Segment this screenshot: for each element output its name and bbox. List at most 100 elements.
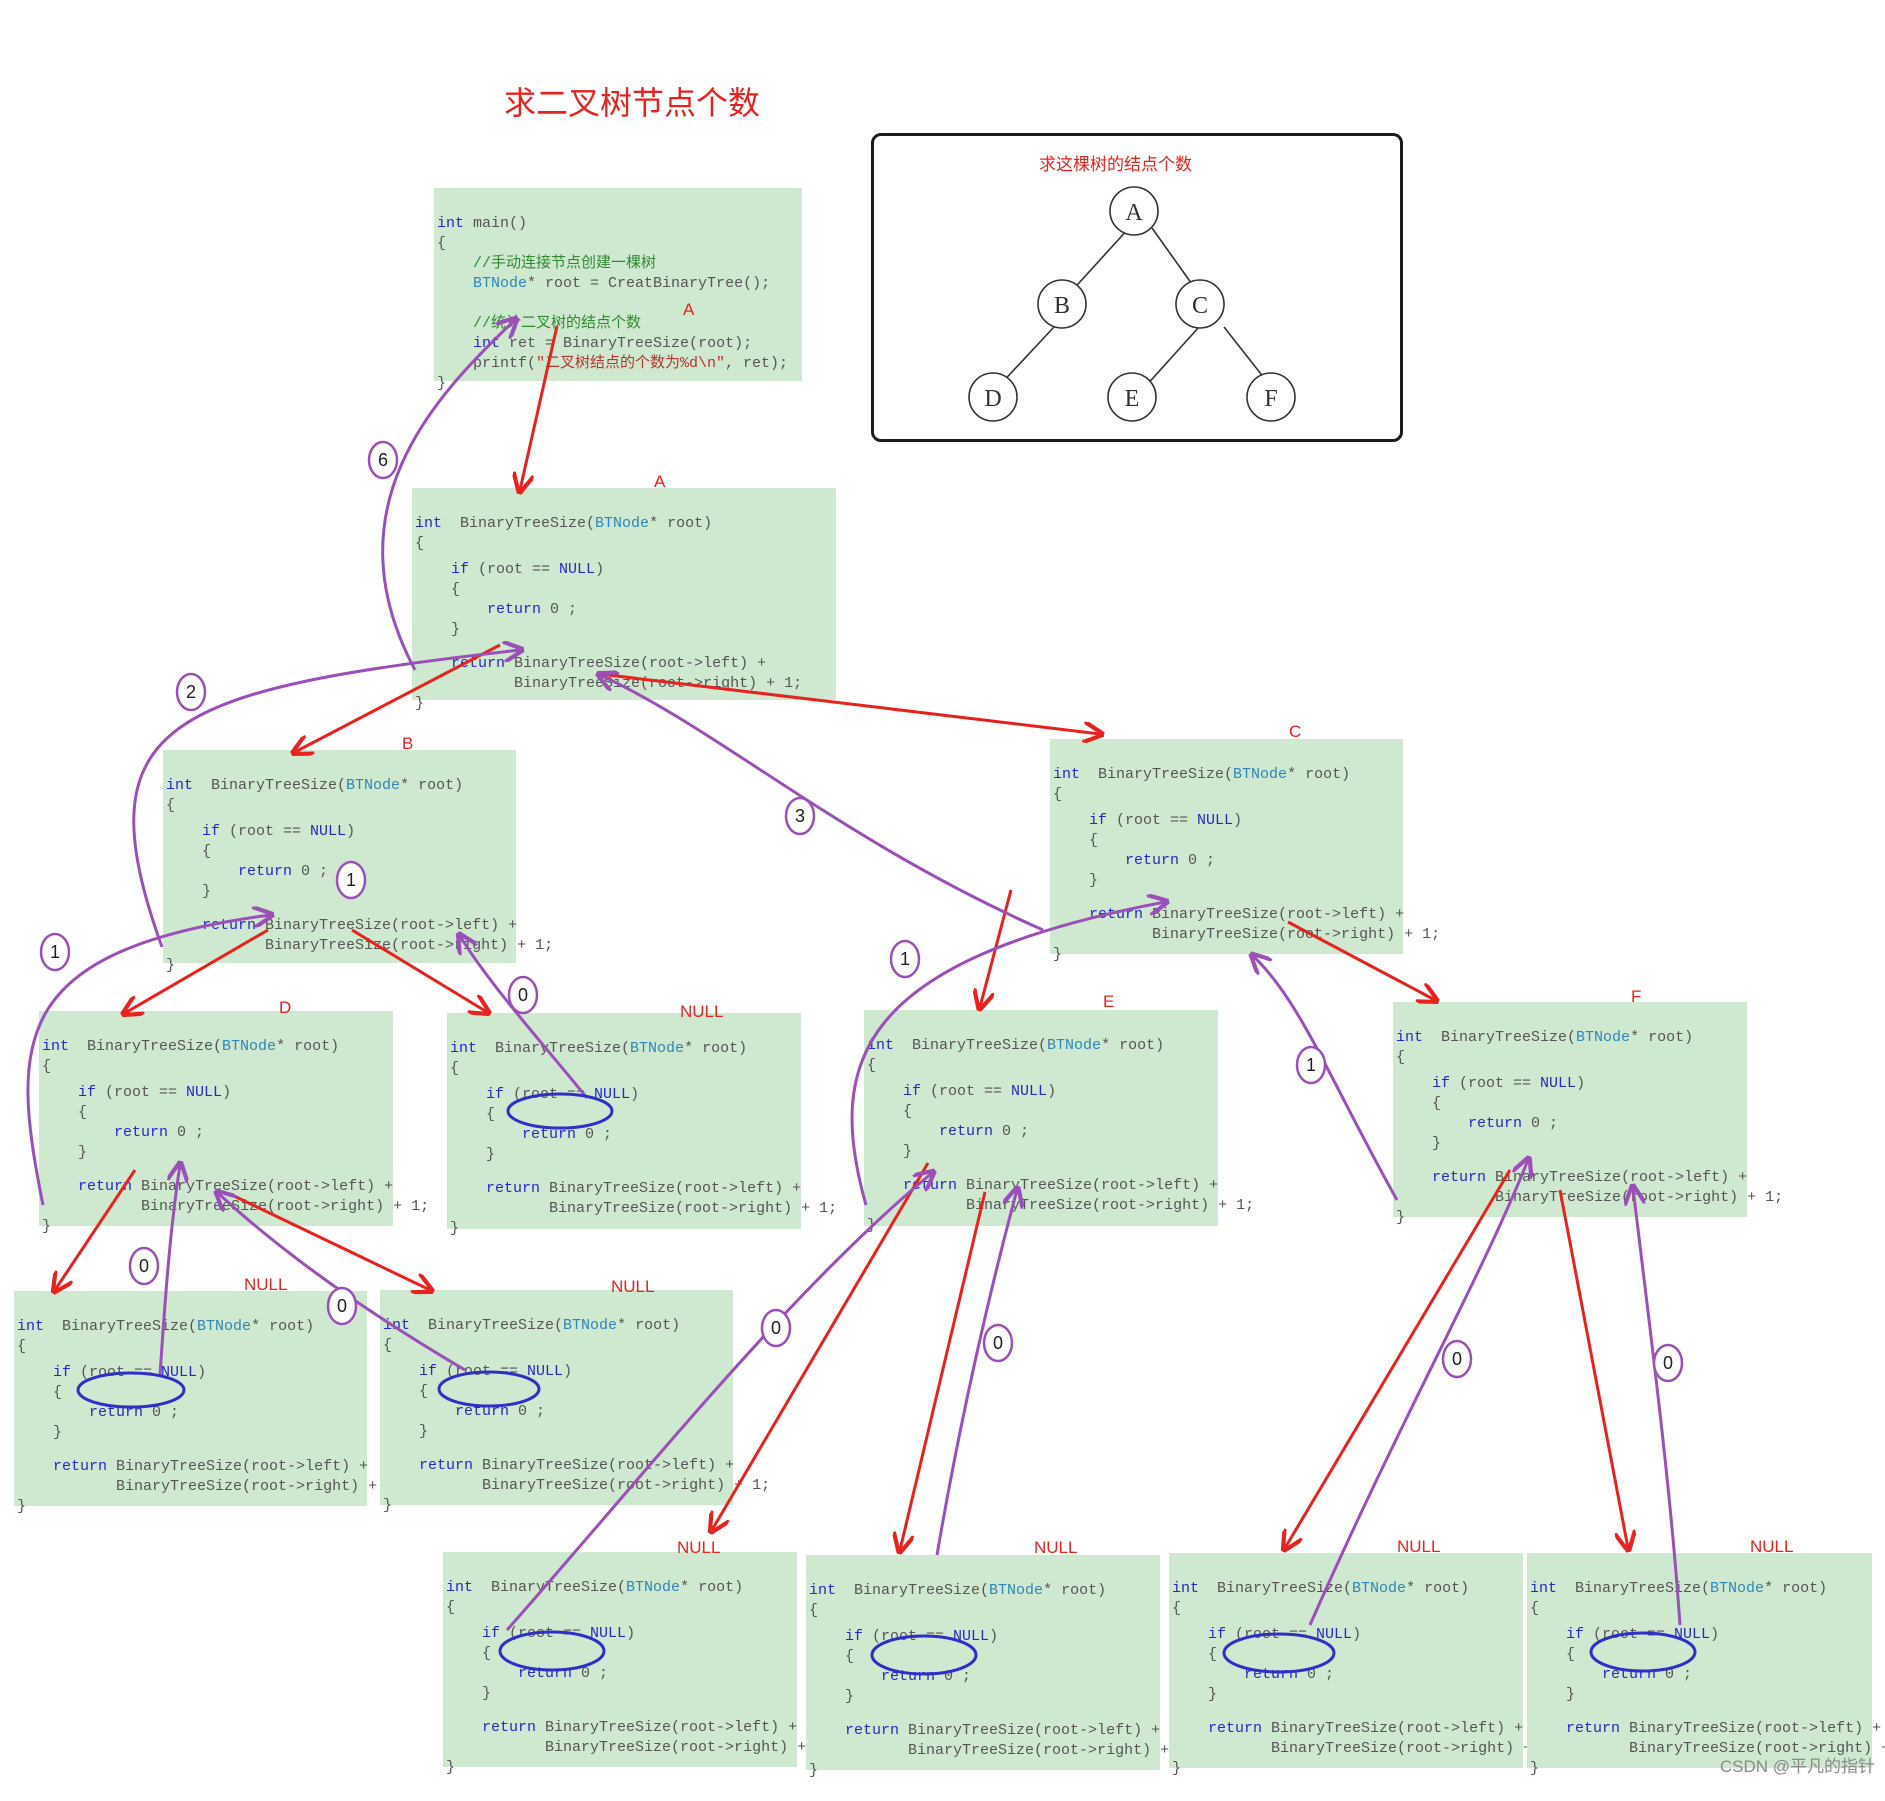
step-marker bbox=[335, 860, 367, 900]
call-arrow bbox=[599, 672, 1100, 734]
tree-node-d-label: D bbox=[984, 386, 1001, 412]
step-marker bbox=[326, 1286, 358, 1326]
step-number: 0 bbox=[337, 1296, 347, 1316]
call-arrow bbox=[295, 643, 501, 752]
return-arrow bbox=[600, 675, 1044, 932]
return-zero-highlight bbox=[1222, 1632, 1336, 1674]
step-number: 1 bbox=[50, 942, 60, 962]
tree-node-c-label: C bbox=[1192, 293, 1208, 319]
return-zero-highlight bbox=[870, 1634, 978, 1676]
return-arrow bbox=[381, 320, 515, 671]
step-number: 2 bbox=[186, 682, 196, 702]
main-code-block: int main(){ //手动连接节点创建一棵树 BTNode* root =… bbox=[434, 188, 802, 392]
tree-node-b-label: B bbox=[1054, 293, 1070, 319]
step-marker bbox=[39, 932, 71, 972]
step-marker bbox=[1652, 1343, 1684, 1383]
return-zero-highlight bbox=[498, 1630, 606, 1672]
label-c: C bbox=[1289, 722, 1302, 741]
label-null: NULL bbox=[680, 1002, 724, 1021]
step-marker bbox=[760, 1308, 792, 1348]
label-main-a: A bbox=[683, 300, 695, 319]
call-arrow bbox=[900, 1191, 987, 1550]
func-block-e-right-null: int BinaryTreeSize(BTNode* root){ if (ro… bbox=[806, 1555, 1196, 1779]
func-block-a: int BinaryTreeSize(BTNode* root){ if (ro… bbox=[412, 488, 836, 712]
step-marker bbox=[982, 1323, 1014, 1363]
step-marker bbox=[507, 975, 539, 1015]
label-null: NULL bbox=[244, 1275, 288, 1294]
call-arrow bbox=[351, 928, 487, 1012]
step-number: 1 bbox=[1306, 1055, 1316, 1075]
return-arrow bbox=[1308, 1160, 1528, 1626]
return-zero-highlight bbox=[437, 1370, 541, 1408]
return-arrow bbox=[218, 1193, 466, 1372]
return-arrow bbox=[850, 902, 1165, 1206]
step-number: 0 bbox=[993, 1333, 1003, 1353]
binary-tree-diagram: A B C D E F bbox=[968, 186, 1296, 422]
tree-node-a bbox=[1109, 186, 1159, 236]
label-null: NULL bbox=[1750, 1537, 1794, 1556]
return-arrow bbox=[132, 650, 520, 948]
tree-node-f-label: F bbox=[1264, 386, 1277, 412]
step-marker bbox=[367, 440, 399, 480]
step-marker bbox=[889, 939, 921, 979]
label-null: NULL bbox=[611, 1277, 655, 1296]
call-arrow bbox=[1285, 1169, 1512, 1548]
step-marker bbox=[1441, 1339, 1473, 1379]
return-zero-highlight bbox=[76, 1371, 186, 1409]
call-arrow bbox=[55, 1169, 137, 1290]
func-block-f: int BinaryTreeSize(BTNode* root){ if (ro… bbox=[1393, 1002, 1783, 1226]
step-marker bbox=[175, 672, 207, 712]
step-number: 0 bbox=[1663, 1353, 1673, 1373]
tree-node-b bbox=[1037, 279, 1087, 329]
step-number: 1 bbox=[346, 870, 356, 890]
return-arrow bbox=[1253, 956, 1399, 1201]
label-b: B bbox=[402, 734, 414, 753]
call-arrow bbox=[520, 325, 559, 490]
step-marker bbox=[784, 796, 816, 836]
label-a: A bbox=[654, 472, 666, 491]
return-arrow bbox=[460, 936, 589, 1099]
tree-node-a-label: A bbox=[1125, 200, 1143, 226]
tree-node-f bbox=[1246, 372, 1296, 422]
tree-node-e bbox=[1107, 372, 1157, 422]
call-arrow bbox=[125, 928, 269, 1013]
tree-node-e-label: E bbox=[1125, 386, 1140, 412]
func-block-e-left-null: int BinaryTreeSize(BTNode* root){ if (ro… bbox=[443, 1552, 833, 1776]
label-e: E bbox=[1103, 992, 1115, 1011]
example-tree-panel: 求这棵树的结点个数 A B C D E F bbox=[871, 133, 1403, 442]
call-arrow bbox=[1558, 1189, 1628, 1548]
tree-node-d bbox=[968, 372, 1018, 422]
step-number: 0 bbox=[518, 985, 528, 1005]
call-arrow bbox=[712, 1162, 930, 1530]
step-number: 1 bbox=[900, 949, 910, 969]
call-arrow bbox=[231, 1193, 430, 1290]
return-arrow bbox=[935, 1190, 1017, 1556]
example-tree-title: 求这棵树的结点个数 bbox=[1039, 155, 1192, 174]
step-marker bbox=[1295, 1045, 1327, 1085]
func-block-d-left-null: int BinaryTreeSize(BTNode* root){ if (ro… bbox=[14, 1291, 404, 1515]
func-block-d-right-null: int BinaryTreeSize(BTNode* root){ if (ro… bbox=[380, 1290, 770, 1514]
label-f: F bbox=[1631, 987, 1642, 1006]
label-d: D bbox=[279, 998, 292, 1017]
func-block-b-right-null: int BinaryTreeSize(BTNode* root){ if (ro… bbox=[447, 1013, 837, 1237]
return-arrow bbox=[26, 915, 270, 1206]
return-zero-highlight bbox=[1589, 1631, 1697, 1673]
step-number: 0 bbox=[771, 1318, 781, 1338]
func-block-c: int BinaryTreeSize(BTNode* root){ if (ro… bbox=[1050, 739, 1440, 963]
return-arrow bbox=[158, 1165, 180, 1376]
tree-node-c bbox=[1175, 279, 1225, 329]
step-number: 6 bbox=[378, 450, 388, 470]
return-arrow bbox=[505, 1173, 932, 1631]
page-title: 求二叉树节点个数 bbox=[504, 85, 761, 121]
step-number: 0 bbox=[139, 1256, 149, 1276]
label-null: NULL bbox=[1034, 1538, 1078, 1557]
label-null: NULL bbox=[677, 1538, 721, 1557]
return-arrow bbox=[1633, 1188, 1682, 1626]
func-block-b: int BinaryTreeSize(BTNode* root){ if (ro… bbox=[163, 750, 553, 974]
label-null: NULL bbox=[1397, 1537, 1441, 1556]
step-number: 0 bbox=[1452, 1349, 1462, 1369]
call-arrow bbox=[1287, 920, 1435, 1000]
watermark: CSDN @平凡的指针 bbox=[1719, 1757, 1875, 1776]
step-number: 3 bbox=[795, 806, 805, 826]
